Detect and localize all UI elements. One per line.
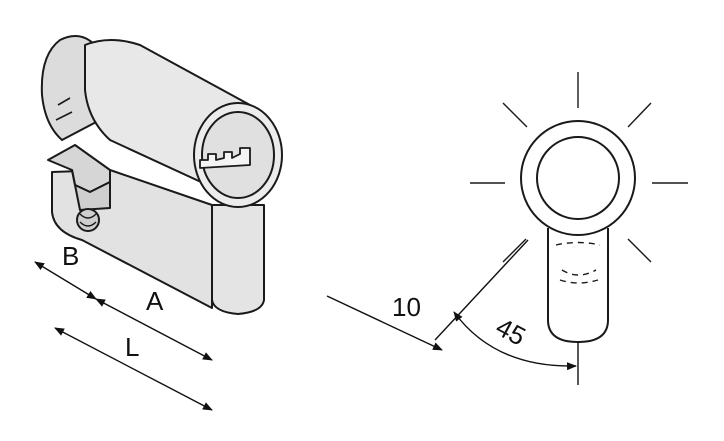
label-a: A bbox=[146, 286, 164, 316]
rotation-rays bbox=[470, 72, 688, 263]
dimension-line-b bbox=[34, 261, 97, 300]
label-angle: 45 bbox=[491, 312, 531, 352]
keyway bbox=[199, 147, 251, 169]
cam-dimensions bbox=[326, 239, 579, 385]
cylinder-lower-body bbox=[211, 204, 265, 315]
label-l: L bbox=[125, 332, 139, 362]
cylinder-dimensions bbox=[34, 261, 213, 411]
cap-detail-lines bbox=[55, 97, 73, 121]
label-offset: 10 bbox=[392, 292, 421, 322]
half-cylinder-lock bbox=[40, 35, 283, 315]
cam-hidden-outline bbox=[555, 241, 601, 284]
screw-thread bbox=[79, 213, 97, 227]
cam-rotation-diagram bbox=[470, 72, 688, 344]
label-b: B bbox=[62, 241, 79, 271]
fixing-screw-hole bbox=[76, 208, 100, 232]
cam-lever-side bbox=[71, 169, 111, 211]
dimension-line-l bbox=[54, 327, 213, 411]
angle-arc bbox=[453, 311, 577, 371]
cam-inner-circle bbox=[536, 136, 620, 220]
offset-dimension-line bbox=[326, 295, 443, 351]
angle-reference-line bbox=[434, 239, 529, 341]
